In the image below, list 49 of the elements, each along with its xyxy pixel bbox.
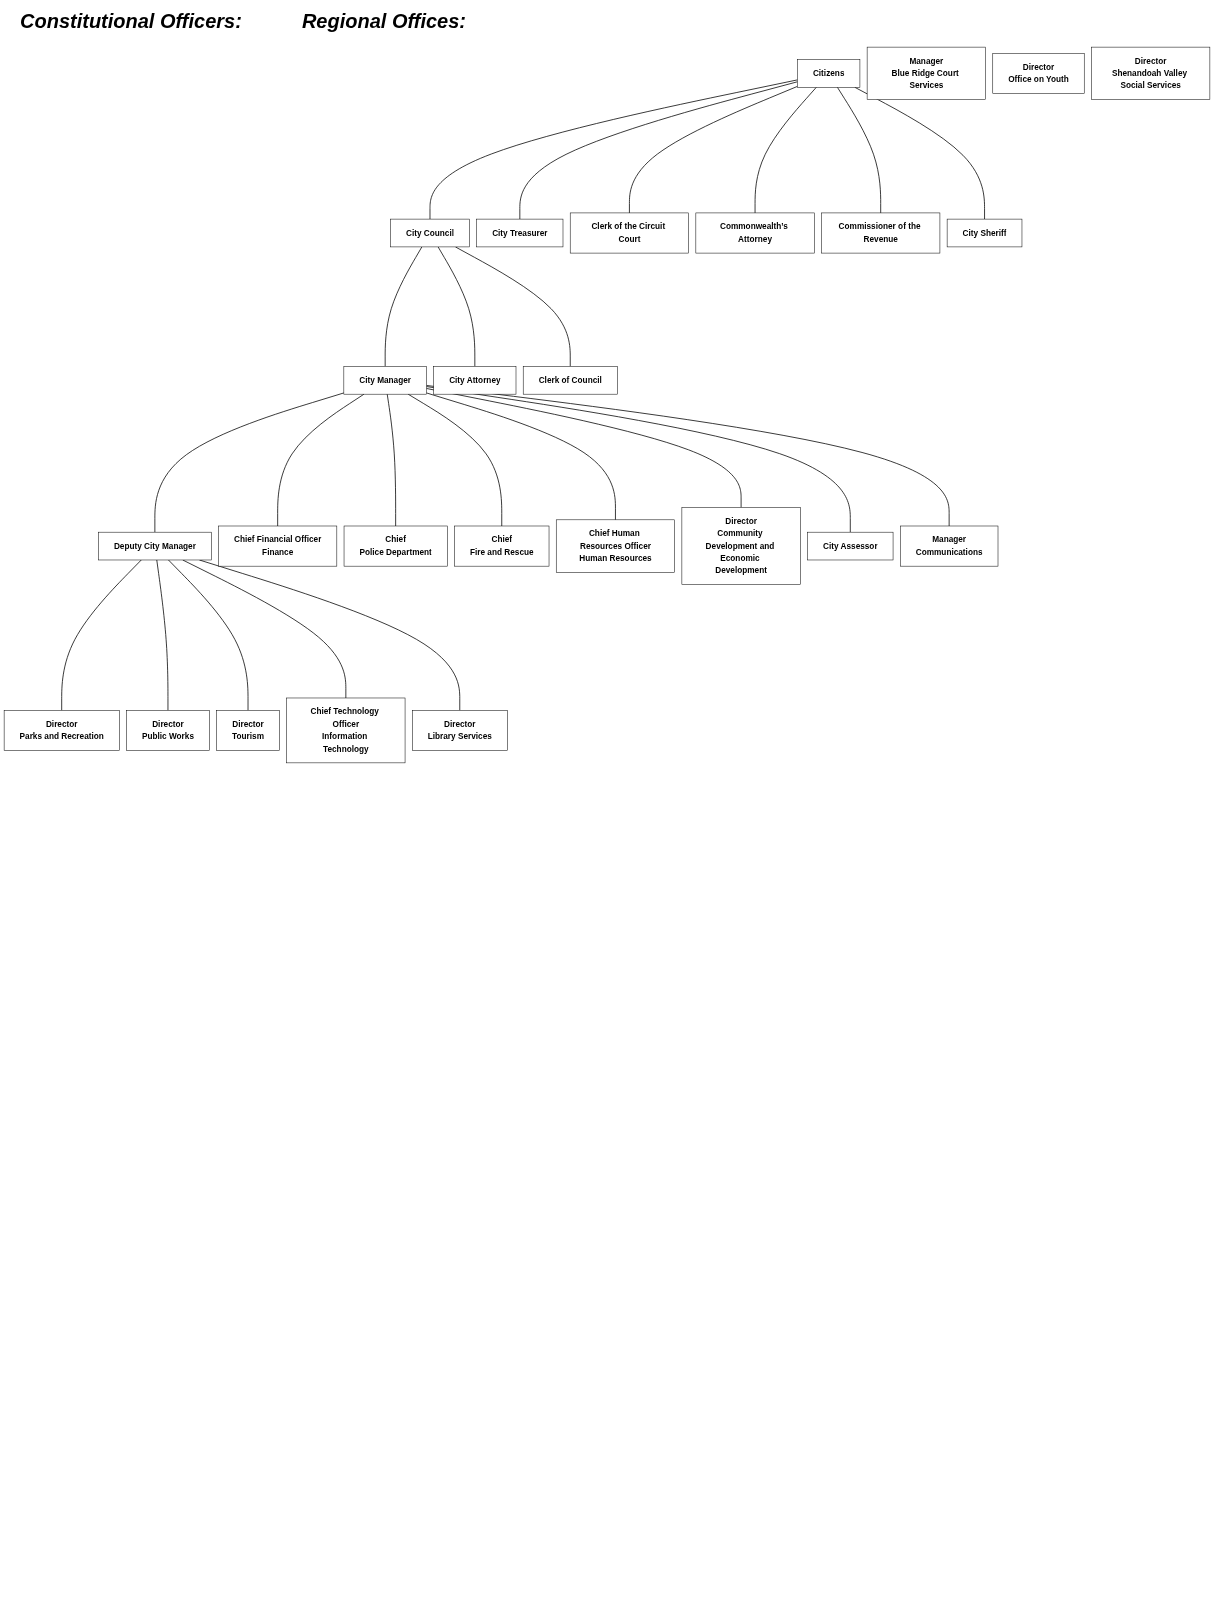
- node-box: Chief Human Resources Officer Human Resources: [556, 519, 675, 573]
- node-box: Chief Fire and Rescue: [454, 525, 550, 567]
- node-box: Director Office on Youth: [992, 53, 1085, 94]
- node-box: Manager Communications: [900, 525, 999, 567]
- node-box: Director Tourism: [216, 710, 280, 751]
- node-box: Director Community Development and Economic Development: [681, 507, 801, 585]
- node-box: Director Public Works: [126, 710, 210, 751]
- connector: [426, 385, 950, 527]
- group-heading: Constitutional Officers:: [20, 10, 242, 33]
- node-box: Chief Police Department: [343, 525, 448, 567]
- connector: [156, 559, 169, 711]
- connector: [426, 392, 616, 521]
- node-box: Deputy City Manager: [98, 531, 212, 561]
- node-box: City Attorney: [433, 366, 517, 395]
- connector: [426, 386, 851, 533]
- connector: [277, 393, 365, 527]
- connector: [182, 559, 347, 699]
- node-box: Chief Financial Officer Finance: [218, 525, 338, 567]
- connector: [837, 86, 882, 214]
- node-box: Director Parks and Recreation: [3, 710, 120, 751]
- node-box: Director Library Services: [412, 710, 508, 751]
- connector: [61, 559, 142, 711]
- node-box: Clerk of the Circuit Court: [569, 212, 689, 254]
- connector: [386, 393, 397, 527]
- connector: [519, 81, 798, 220]
- connector: [384, 246, 423, 367]
- connector: [437, 246, 476, 367]
- group-heading: Regional Offices:: [301, 10, 466, 33]
- connector: [754, 86, 817, 214]
- node-box: Commissioner of the Revenue: [821, 212, 941, 254]
- node-box: City Assessor: [807, 531, 894, 561]
- connector: [426, 388, 742, 508]
- connector: [429, 79, 798, 220]
- connector: [854, 86, 985, 220]
- node-box: City Manager: [343, 366, 427, 395]
- node-box: City Treasurer: [476, 218, 564, 248]
- node-box: Citizens: [797, 59, 861, 88]
- connector: [168, 559, 249, 711]
- connector: [407, 393, 503, 527]
- node-box: City Council: [390, 218, 470, 248]
- node-box: Chief Technology Officer Information Technology: [286, 697, 406, 764]
- node-box: Director Shenandoah Valley Social Services: [1091, 46, 1211, 100]
- node-box: Manager Blue Ridge Court Services: [866, 46, 986, 100]
- connector: [455, 246, 571, 367]
- node-box: Commonwealth’s Attorney: [695, 212, 815, 254]
- node-box: City Sheriff: [946, 218, 1023, 248]
- connector: [629, 86, 798, 214]
- connector: [154, 392, 345, 533]
- node-box: Clerk of Council: [522, 366, 618, 395]
